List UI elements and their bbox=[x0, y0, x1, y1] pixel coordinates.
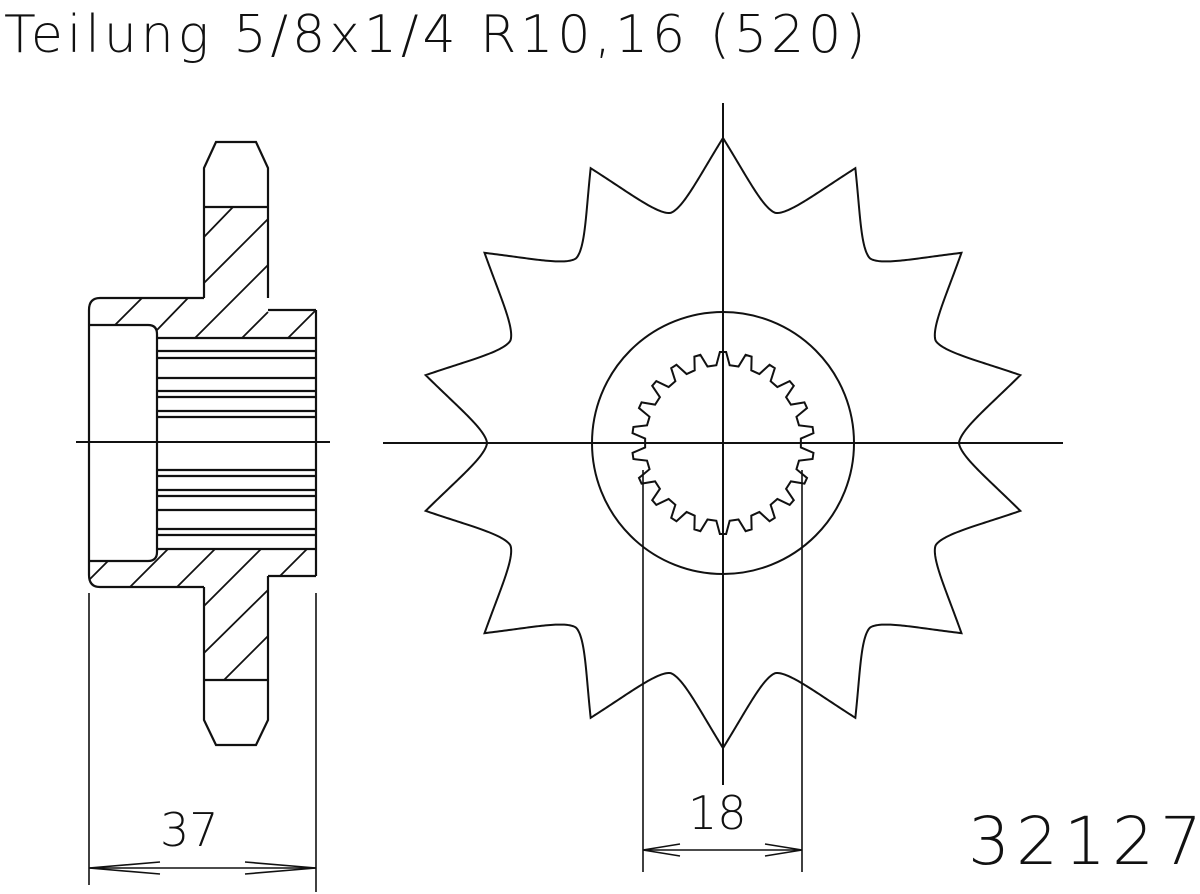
arrow-right-icon bbox=[244, 861, 317, 875]
section-hatching bbox=[88, 206, 317, 681]
dimension-hub-width-label: 37 bbox=[160, 803, 219, 857]
part-number: 32127 bbox=[968, 803, 1200, 880]
lower-tooth-outline bbox=[202, 576, 270, 747]
arrow-right-icon bbox=[764, 843, 803, 857]
arrow-left-icon bbox=[642, 843, 681, 857]
title-text: Teilung 5/8x1/4 R10,16 (520) bbox=[4, 5, 870, 65]
side-section-view bbox=[76, 140, 330, 892]
spline-outline bbox=[631, 351, 815, 535]
dimension-spline-width-label: 18 bbox=[688, 786, 747, 840]
arrow-left-icon bbox=[88, 861, 161, 875]
upper-tooth-outline bbox=[202, 140, 270, 298]
front-view bbox=[383, 103, 1063, 872]
